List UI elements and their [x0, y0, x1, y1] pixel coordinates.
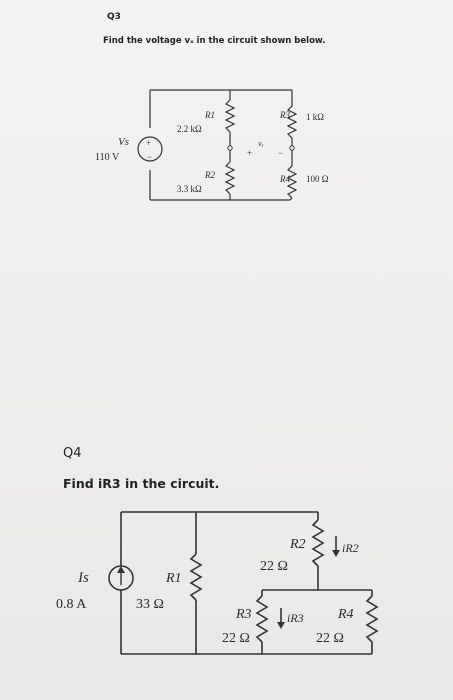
q4-label: Q4	[63, 446, 82, 461]
q3-source-plus: +	[146, 138, 151, 148]
q3-question: Find the voltage vₓ in the circuit shown…	[103, 36, 326, 46]
q4-r2-name: R2	[289, 537, 306, 552]
q3-r4-name: R4	[279, 174, 290, 184]
q3-r1-value: 2.2 kΩ	[177, 124, 202, 134]
q3-r2-name: R2	[204, 170, 215, 180]
q4-r4-name: R4	[337, 607, 354, 622]
q3-r4-value: 100 Ω	[306, 174, 329, 184]
q4-r2-value: 22 Ω	[260, 559, 288, 574]
q4-r1-value: 33 Ω	[136, 597, 164, 612]
q3-source-name: Vs	[118, 136, 129, 148]
q3-source-value: 110 V	[95, 152, 120, 163]
q3-vx-label: vₓ	[258, 139, 264, 148]
q4-ir2-label: iR2	[342, 541, 359, 555]
q3-voltage-source	[137, 136, 163, 162]
q4-r4-value: 22 Ω	[316, 631, 344, 646]
q3-label: Q3	[107, 12, 121, 22]
q4-question: Find iR3 in the circuit.	[63, 476, 220, 491]
q3-r3-value: 1 kΩ	[306, 112, 324, 122]
q3-r2-value: 3.3 kΩ	[177, 184, 202, 194]
q3-r1-name: R1	[204, 110, 215, 120]
q3-source-minus: −	[147, 152, 152, 162]
q3-r3-name: R3	[279, 110, 290, 120]
q3-vx-minus: −	[278, 148, 283, 158]
q4-r3-name: R3	[235, 607, 252, 622]
q4-source-value: 0.8 A	[56, 597, 87, 612]
q4-r1-name: R1	[165, 571, 182, 586]
q3-vx-plus: +	[247, 148, 252, 158]
q4-ir3-label: iR3	[287, 611, 304, 625]
q4-r3-value: 22 Ω	[222, 631, 250, 646]
q4-source-name: Is	[77, 570, 89, 586]
